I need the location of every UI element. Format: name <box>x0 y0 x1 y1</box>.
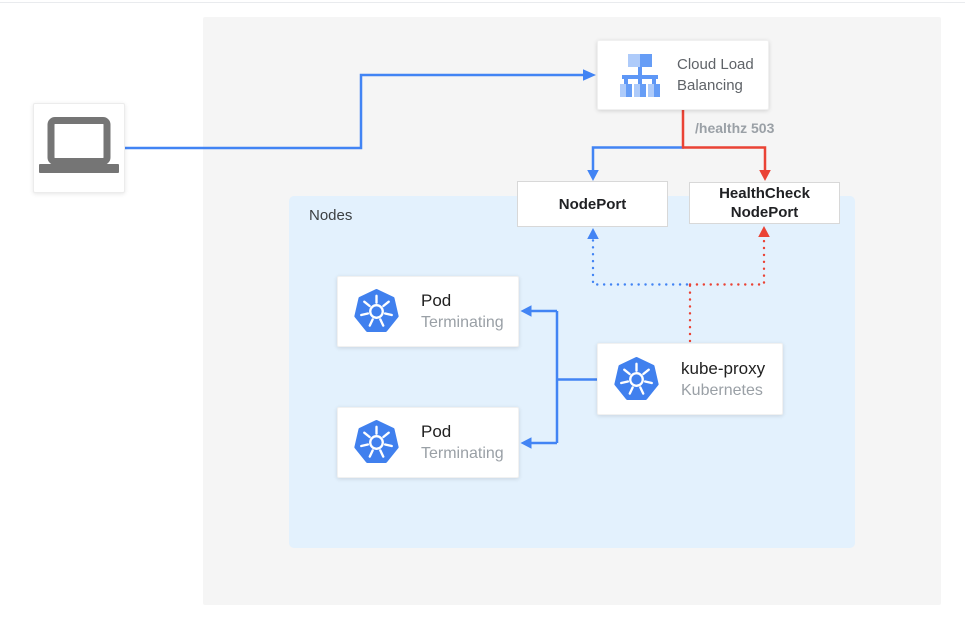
pod-1-text: Pod Terminating <box>421 289 504 334</box>
pod-2-status: Terminating <box>421 445 504 462</box>
laptop-icon <box>37 116 121 180</box>
pod-1-node: Pod Terminating <box>337 276 519 347</box>
client-node <box>33 103 125 193</box>
nodeport-label: NodePort <box>558 195 627 213</box>
kube-proxy-subtitle: Kubernetes <box>681 381 763 399</box>
pod-2-text: Pod Terminating <box>421 420 504 465</box>
healthcheck-nodeport-label-line2: NodePort <box>730 204 799 221</box>
pod-1-title: Pod <box>421 291 452 310</box>
cloud-load-balancing-label: Cloud Load Balancing <box>677 56 754 94</box>
kubernetes-icon <box>353 288 400 335</box>
kubernetes-icon <box>353 419 400 466</box>
kubernetes-icon <box>613 356 660 403</box>
load-balancer-icon <box>615 53 663 97</box>
kube-proxy-text: kube-proxy Kubernetes <box>681 357 765 402</box>
kube-proxy-node: kube-proxy Kubernetes <box>597 343 783 415</box>
page-top-divider <box>0 2 965 3</box>
nodes-group-label: Nodes <box>309 207 353 224</box>
pod-1-status: Terminating <box>421 314 504 331</box>
pod-2-title: Pod <box>421 422 452 441</box>
cloud-load-balancing-node: Cloud Load Balancing <box>597 40 769 110</box>
healthcheck-nodeport-node: HealthCheck NodePort <box>689 182 840 224</box>
healthcheck-nodeport-label-line1: HealthCheck <box>719 185 810 202</box>
healthz-route-label: /healthz 503 <box>695 120 775 136</box>
pod-2-node: Pod Terminating <box>337 407 519 478</box>
kube-proxy-title: kube-proxy <box>681 358 766 378</box>
nodeport-node: NodePort <box>517 181 668 227</box>
